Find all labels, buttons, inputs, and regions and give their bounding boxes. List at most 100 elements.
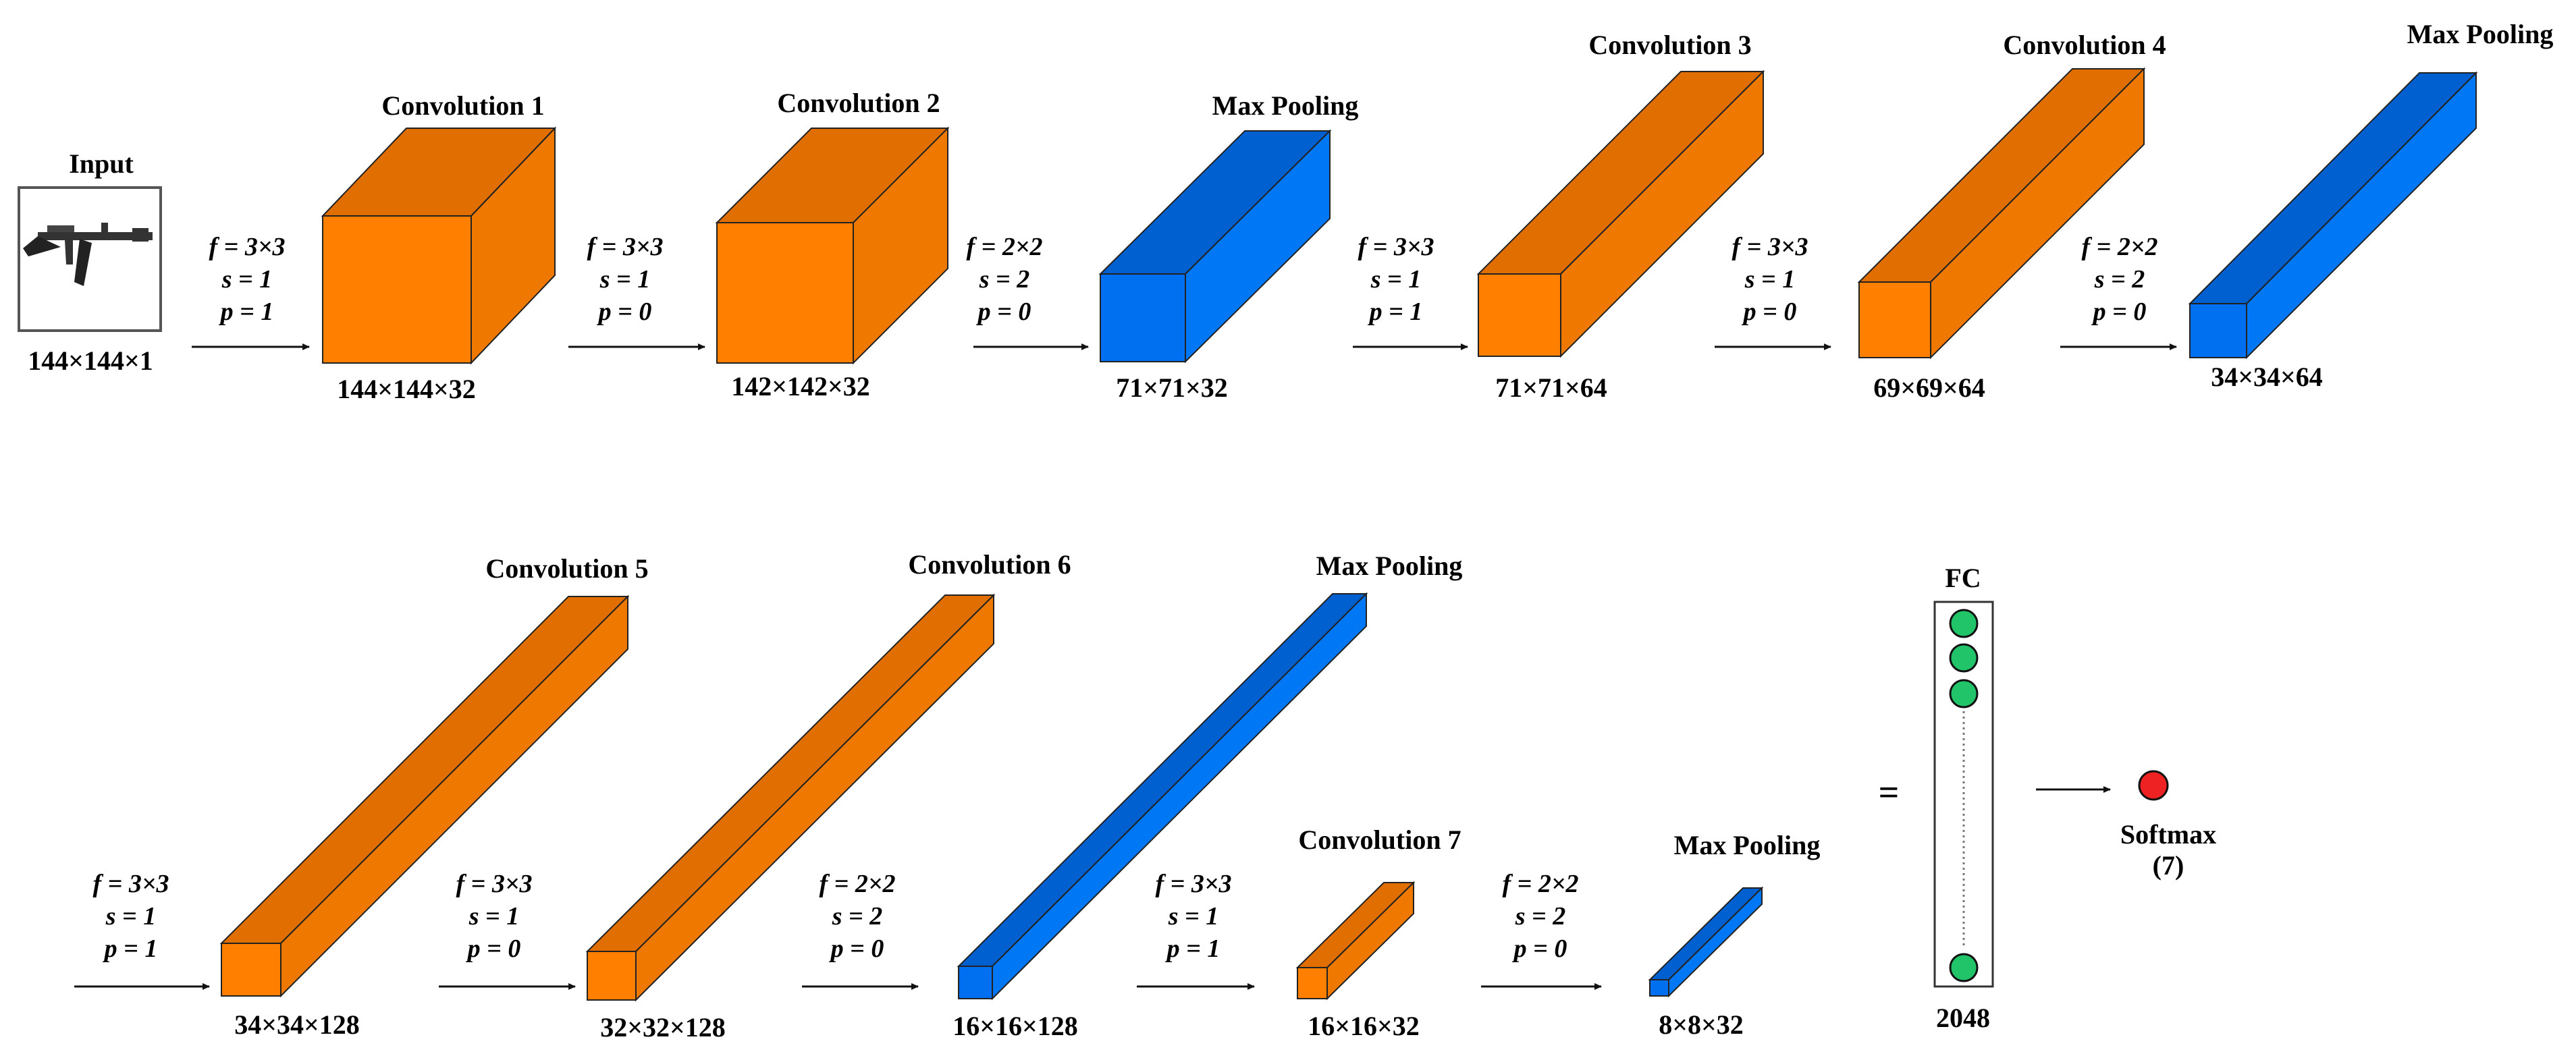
- equals-sign: =: [1879, 772, 1900, 812]
- layer-1-title: Convolution 1: [381, 90, 544, 121]
- layer-3-front: [1100, 273, 1186, 362]
- fc-title: FC: [1945, 563, 1981, 593]
- op-2-padding: p = 0: [597, 298, 652, 326]
- layer-5-title: Convolution 4: [2003, 30, 2166, 60]
- softmax-node: [2138, 770, 2169, 801]
- op-9-stride: s = 2: [832, 902, 882, 930]
- op-3-stride: s = 2: [979, 265, 1029, 294]
- layer-7-front: [221, 943, 281, 997]
- layer-4-size: 71×71×64: [1495, 372, 1607, 403]
- op-2-filter: f = 3×3: [587, 233, 664, 261]
- op-9-filter: f = 2×2: [820, 870, 896, 898]
- layer-block-1: Convolution 1 144×144×32: [321, 90, 557, 404]
- layer-8-top: [585, 594, 996, 952]
- layer-block-3: Max Pooling 71×71×32: [1098, 90, 1359, 403]
- layer-7-size: 34×34×128: [234, 1009, 360, 1040]
- layer-2-size: 142×142×32: [731, 371, 870, 401]
- layer-9-size: 16×16×128: [952, 1011, 1078, 1041]
- layer-11-side: [1668, 886, 1763, 998]
- op-1-stride: s = 1: [221, 265, 272, 294]
- op-4-filter: f = 3×3: [1358, 233, 1434, 261]
- softmax-classes: (7): [2153, 850, 2184, 881]
- layer-block-6: Max Pooling 34×34×64: [2188, 19, 2554, 392]
- op-10-filter: f = 3×3: [1156, 870, 1232, 898]
- op-5-padding: p = 0: [1742, 298, 1797, 326]
- layer-block-2: Convolution 2 142×142×32: [715, 88, 950, 401]
- layer-8-side: [635, 593, 994, 1002]
- op-8: f = 3×3 s = 1 p = 0: [439, 870, 576, 990]
- layer-9-title: Max Pooling: [1316, 551, 1463, 581]
- op-11-filter: f = 2×2: [1503, 870, 1579, 898]
- layer-block-11: Max Pooling 8×8×32: [1648, 830, 1821, 1040]
- op-4: f = 3×3 s = 1 p = 1: [1353, 233, 1468, 350]
- op-1-filter: f = 3×3: [209, 233, 286, 261]
- layer-7-side: [280, 594, 628, 998]
- fc-layer: FC 2048: [1933, 563, 1994, 1033]
- op-5-stride: s = 1: [1744, 265, 1795, 294]
- input-frame: [18, 186, 162, 332]
- layer-11-front: [1649, 979, 1669, 997]
- fc-node-1: [1949, 609, 1979, 638]
- fc-node-2: [1949, 643, 1979, 673]
- layer-8-size: 32×32×128: [600, 1012, 726, 1043]
- op-7: f = 3×3 s = 1 p = 1: [74, 870, 210, 990]
- layer-block-5: Convolution 4 69×69×64: [1857, 30, 2166, 403]
- op-4-padding: p = 1: [1368, 298, 1423, 326]
- op-7-padding: p = 1: [103, 935, 158, 963]
- op-11-stride: s = 2: [1515, 902, 1565, 930]
- fc-node-3: [1949, 679, 1979, 708]
- op-5-filter: f = 3×3: [1732, 233, 1808, 261]
- input-block: Input 144×144×1: [18, 148, 162, 376]
- layer-2-title: Convolution 2: [777, 88, 940, 118]
- op-6-filter: f = 2×2: [2082, 233, 2158, 261]
- layer-block-8: Convolution 6 32×32×128: [585, 549, 1071, 1043]
- op-8-filter: f = 3×3: [456, 870, 533, 898]
- input-size: 144×144×1: [28, 345, 153, 376]
- op-10-padding: p = 1: [1165, 935, 1220, 963]
- layer-block-7: Convolution 5 34×34×128: [219, 553, 649, 1040]
- layer-4-front: [1478, 273, 1561, 357]
- op-3: f = 2×2 s = 2 p = 0: [967, 233, 1089, 350]
- layer-11-title: Max Pooling: [1674, 830, 1821, 860]
- layer-7-title: Convolution 5: [485, 553, 648, 584]
- layer-9-top: [957, 593, 1368, 967]
- op-9-padding: p = 0: [829, 935, 884, 963]
- layer-10-size: 16×16×32: [1308, 1011, 1420, 1041]
- layer-5-front: [1858, 281, 1931, 358]
- op-10-stride: s = 1: [1168, 902, 1218, 930]
- op-5: f = 3×3 s = 1 p = 0: [1715, 233, 1831, 350]
- op-6: f = 2×2 s = 2 p = 0: [2060, 233, 2177, 350]
- fc-size: 2048: [1936, 1003, 1990, 1033]
- softmax-title: Softmax: [2120, 819, 2216, 850]
- fc-node-last: [1949, 953, 1979, 982]
- layer-6-title: Max Pooling: [2407, 19, 2554, 49]
- layer-10-front: [1297, 967, 1328, 999]
- op-11: f = 2×2 s = 2 p = 0: [1481, 870, 1602, 990]
- layer-7-top: [219, 596, 630, 944]
- layer-9-front: [958, 966, 993, 999]
- op-2-stride: s = 1: [599, 265, 650, 294]
- layer-5-size: 69×69×64: [1873, 372, 1985, 403]
- layer-10-title: Convolution 7: [1298, 825, 1461, 855]
- layer-6-front: [2189, 303, 2247, 358]
- op-3-padding: p = 0: [976, 298, 1031, 326]
- layer-3-title: Max Pooling: [1212, 90, 1359, 121]
- op-1: f = 3×3 s = 1 p = 1: [192, 233, 310, 350]
- op-8-padding: p = 0: [466, 935, 521, 963]
- layer-1-size: 144×144×32: [337, 374, 476, 404]
- layer-block-10: Convolution 7 16×16×32: [1295, 825, 1461, 1041]
- layer-3-size: 71×71×32: [1116, 372, 1228, 403]
- layer-8-front: [587, 951, 637, 1001]
- op-7-stride: s = 1: [105, 902, 156, 930]
- op-1-padding: p = 1: [219, 298, 274, 326]
- layer-1-front: [322, 215, 472, 364]
- layer-11-top: [1648, 887, 1764, 980]
- op-11-padding: p = 0: [1512, 935, 1567, 963]
- layer-8-title: Convolution 6: [908, 549, 1071, 580]
- op-6-padding: p = 0: [2091, 298, 2147, 326]
- layer-2-front: [716, 222, 854, 364]
- op-8-stride: s = 1: [468, 902, 519, 930]
- layer-block-9: Max Pooling 16×16×128: [952, 551, 1462, 1041]
- layer-4-title: Convolution 3: [1588, 30, 1751, 60]
